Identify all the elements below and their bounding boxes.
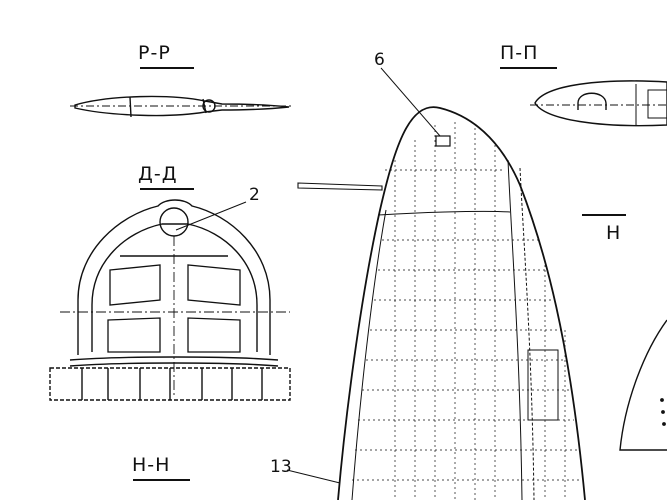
section-label-pi-pi: П-П — [500, 42, 539, 64]
section-rr-airfoil — [70, 67, 292, 118]
skin-panel-grid — [352, 122, 582, 500]
callout-2: 2 — [249, 185, 260, 205]
callout-13: 13 — [270, 457, 292, 477]
section-dd-frame — [49, 188, 291, 401]
section-label-dd: Д-Д — [138, 163, 178, 185]
section-label-n: Н — [606, 222, 622, 244]
partial-section-right — [619, 319, 667, 451]
fin-planform — [286, 67, 586, 500]
section-label-rr: Р-Р — [138, 42, 171, 64]
section-pi-pi — [500, 67, 667, 127]
section-label-nn: Н-Н — [132, 454, 171, 476]
callout-6: 6 — [374, 50, 385, 70]
